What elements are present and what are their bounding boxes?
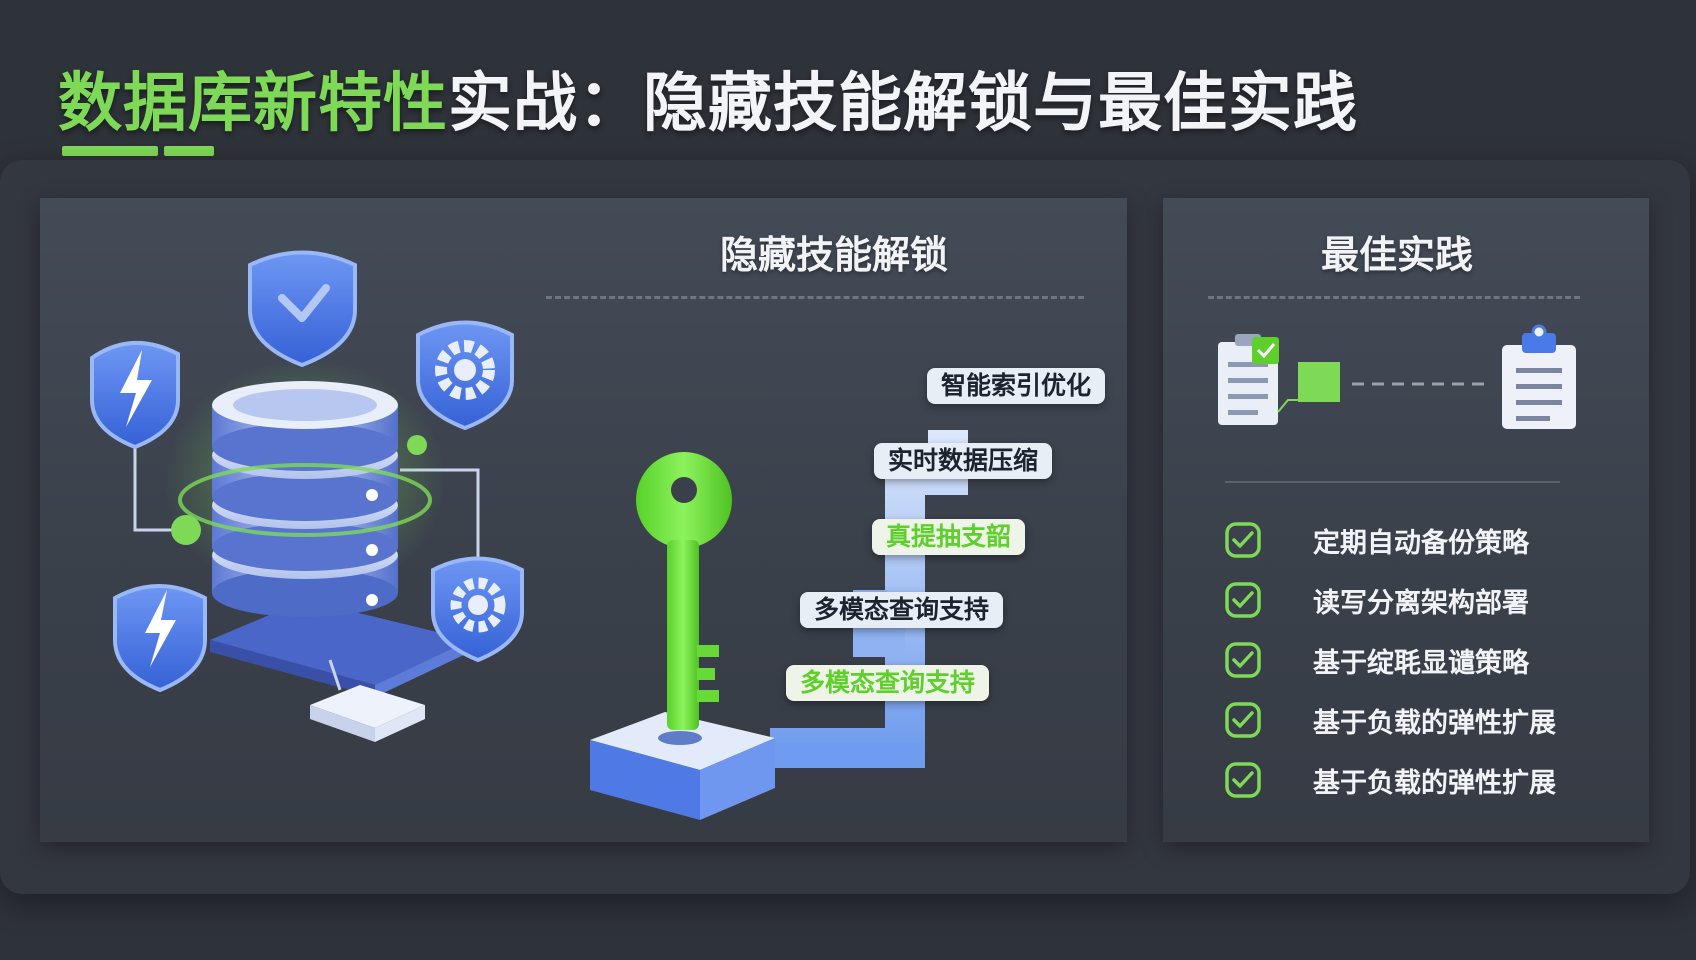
green-block-icon <box>1298 362 1340 402</box>
feature-tag-multimodal-query: 多模态查询支持 <box>800 592 1004 628</box>
list-item: 基于负载的弹性扩展 <box>1225 750 1556 810</box>
check-circle-icon <box>1225 522 1261 558</box>
shield-gear-icon <box>416 320 514 431</box>
clipboard-icon <box>1502 324 1576 429</box>
check-circle-icon <box>1225 582 1261 618</box>
database-cylinder-icon <box>212 381 398 617</box>
shield-lightning-icon <box>90 341 180 450</box>
list-item: 读写分离架构部署 <box>1225 570 1556 630</box>
feature-tag-multimodal-query-2: 多模态查询支持 <box>786 665 990 701</box>
best-practices-divider <box>1208 296 1580 299</box>
lock-block-icon <box>590 712 775 820</box>
feature-tag-data-compression: 实时数据压缩 <box>874 443 1053 479</box>
key-icon <box>636 452 732 730</box>
hidden-skills-divider <box>546 296 1084 299</box>
page-title: 数据库新特性实战：隐藏技能解锁与最佳实践 <box>58 67 1358 141</box>
title-underline-right <box>164 146 214 156</box>
list-item: 基于负载的弹性扩展 <box>1225 690 1556 750</box>
check-circle-icon <box>1225 702 1261 738</box>
list-item: 定期自动备份策略 <box>1225 510 1556 570</box>
list-item: 基于绽毦显谴策略 <box>1225 630 1556 690</box>
green-node-icon <box>407 435 427 455</box>
best-practices-title: 最佳实践 <box>1321 233 1474 277</box>
router-box <box>310 685 425 742</box>
database-base-platform <box>210 600 470 697</box>
feature-tag-index-optimization: 智能索引优化 <box>927 368 1106 404</box>
check-circle-icon <box>1225 642 1261 678</box>
shield-lightning-icon <box>113 584 207 693</box>
best-practices-separator <box>1225 481 1560 483</box>
hidden-skills-title: 隐藏技能解锁 <box>720 233 949 277</box>
check-square-icon <box>1252 337 1279 364</box>
title-underline-left <box>62 146 158 156</box>
check-circle-icon <box>1225 762 1261 798</box>
shield-gear-icon <box>431 556 524 663</box>
feature-tag-3: 真提抽支韶 <box>872 519 1026 555</box>
green-node-icon <box>171 515 201 545</box>
shield-check-icon <box>248 250 357 368</box>
best-practices-list: 定期自动备份策略 读写分离架构部署 基于绽毦显谴策略 基于负载的弹性扩展 基于负… <box>1225 510 1556 810</box>
